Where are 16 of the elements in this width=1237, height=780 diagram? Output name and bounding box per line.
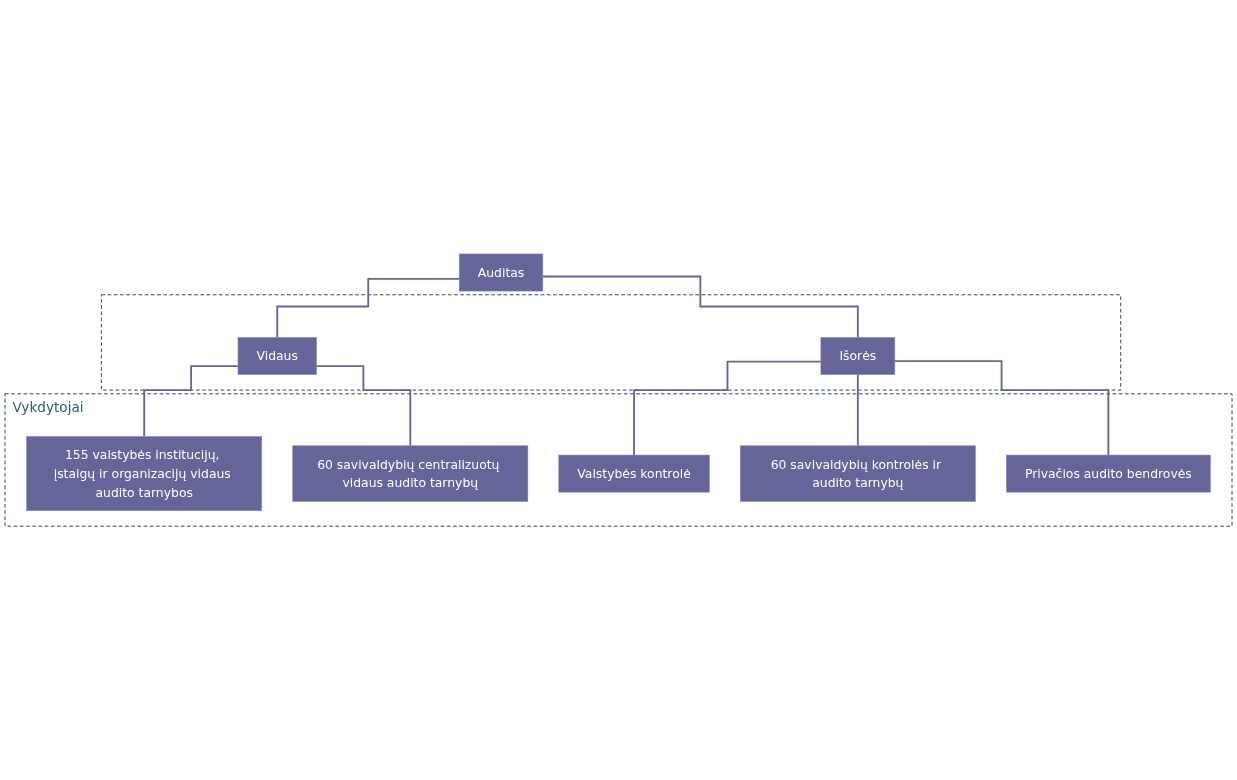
node-box: 60 savivaldybių centralizuotų vidaus audito tarnybų: [292, 445, 529, 502]
node-box: Valstybės kontrolė: [558, 454, 710, 493]
node-box: 155 valstybės institucijų, įstaigų ir organizacijų vidaus audito tarnybos: [26, 436, 263, 511]
connector: [633, 360, 822, 456]
node-box: Privačios audito bendrovės: [1006, 454, 1211, 493]
connector: [856, 373, 859, 447]
connector: [893, 360, 1110, 456]
connector: [315, 365, 412, 447]
node-box: Auditas: [458, 253, 544, 292]
node-box: Vidaus: [237, 337, 317, 375]
connector: [276, 277, 461, 339]
cluster: [100, 294, 1122, 391]
node-box: Išorės: [820, 337, 896, 375]
node-box: 60 savivaldybių kontrolės ir audito tarnybų: [739, 445, 976, 502]
connector: [143, 365, 239, 438]
connector: [541, 275, 859, 339]
